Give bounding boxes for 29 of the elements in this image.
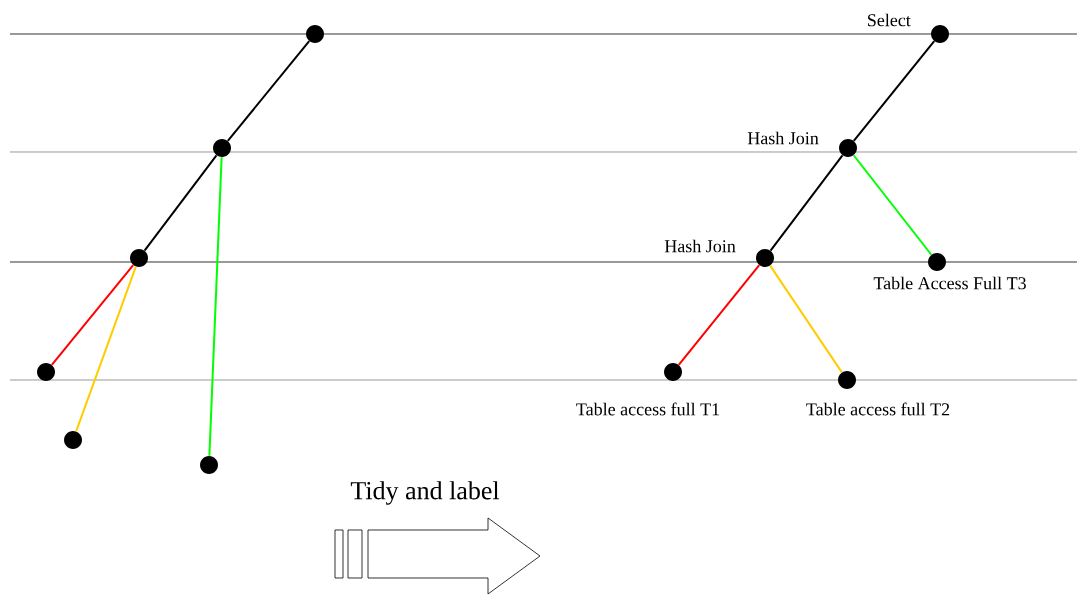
- tree-node: Hash Join: [664, 239, 774, 267]
- tree-node: Table access full T1: [576, 363, 720, 416]
- tree-edge: [769, 154, 844, 252]
- tree-edge: [75, 265, 137, 433]
- node-label: Select: [868, 13, 911, 27]
- tree-edge: [143, 154, 218, 252]
- tree-node: Table Access Full T3: [873, 253, 1026, 290]
- node-label: Hash Join: [747, 131, 819, 145]
- tree-node: [64, 431, 82, 449]
- tree-edge: [226, 40, 311, 142]
- tree-node: Hash Join: [747, 131, 857, 157]
- tree-node: [37, 363, 55, 381]
- tree-node: [306, 25, 324, 43]
- tree-edge: [208, 156, 223, 457]
- tree-edge: [769, 264, 843, 374]
- node-label: Table Access Full T3: [873, 276, 1026, 290]
- tree-node: [200, 456, 218, 474]
- tree-node: Select: [868, 13, 949, 43]
- tree-edge: [852, 154, 933, 256]
- tree-node: [213, 139, 231, 157]
- tree-edge: [852, 40, 936, 142]
- tree-edge: [50, 264, 135, 366]
- tree-node: Table access full T2: [806, 371, 950, 416]
- tree-edge: [677, 264, 761, 366]
- node-label: Hash Join: [664, 239, 736, 253]
- node-label: Table access full T2: [806, 402, 950, 416]
- caption-label: Tidy and label: [350, 481, 500, 505]
- node-label: Table access full T1: [576, 402, 720, 416]
- tree-node: [130, 249, 148, 267]
